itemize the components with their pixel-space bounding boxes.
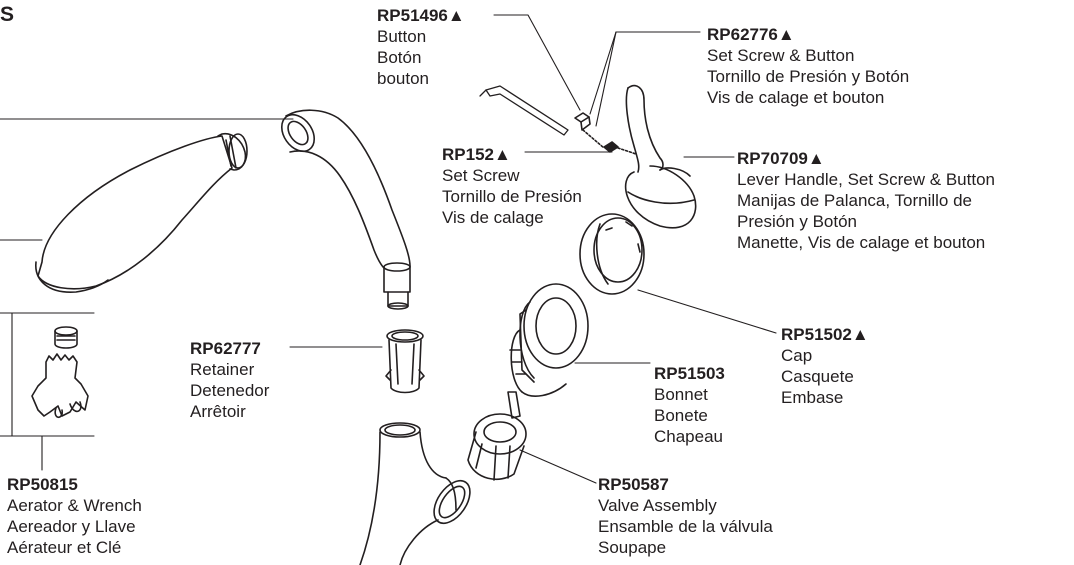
callout-rp51496: RP51496▲ Button Botón bouton — [377, 5, 465, 89]
callout-rp51503: RP51503 Bonnet Bonete Chapeau — [654, 363, 725, 447]
part-desc-en: Retainer — [190, 360, 255, 379]
part-desc-fr: Vis de calage et bouton — [707, 88, 885, 107]
part-number: RP62777 — [190, 339, 261, 358]
valve-cartridge-icon — [467, 391, 527, 481]
part-desc-fr: Chapeau — [654, 427, 724, 446]
callout-rp70709: RP70709▲ Lever Handle, Set Screw & Butto… — [737, 148, 995, 253]
callout-rp62776: RP62776▲ Set Screw & Button Tornillo de … — [707, 24, 909, 108]
part-number: RP50587 — [598, 475, 669, 494]
callout-rp62777: RP62777 Retainer Detenedor Arrêtoir — [190, 338, 269, 422]
callout-rp50815: RP50815 Aerator & Wrench Aereador y Llav… — [7, 474, 142, 558]
part-desc-es: Manijas de Palanca, Tornillo de — [737, 191, 972, 210]
part-desc-fr: Soupape — [598, 538, 667, 557]
part-desc-en: Aerator & Wrench — [7, 496, 142, 515]
part-number: RP50815 — [7, 475, 78, 494]
part-desc-en: Cap — [781, 346, 813, 365]
part-desc-en: Valve Assembly — [598, 496, 717, 515]
part-desc-en: Set Screw & Button — [707, 46, 855, 65]
callout-rp50587: RP50587 Valve Assembly Ensamble de la vá… — [598, 474, 773, 558]
callout-rp51502: RP51502▲ Cap Casquete Embase — [781, 324, 869, 408]
part-desc-es: Tornillo de Presión — [442, 187, 582, 206]
part-desc-en: Button — [377, 27, 427, 46]
part-desc-en: Lever Handle, Set Screw & Button — [737, 170, 995, 189]
part-desc-es-cont: Presión y Botón — [737, 212, 858, 231]
handle-icon — [624, 84, 697, 229]
faucet-body-icon — [359, 422, 471, 565]
retainer-icon — [385, 329, 425, 394]
aerator-icon — [54, 326, 78, 349]
part-number: RP51496▲ — [377, 6, 465, 25]
part-desc-es: Detenedor — [190, 381, 270, 400]
callout-rp152: RP152▲ Set Screw Tornillo de Presión Vis… — [442, 144, 582, 228]
part-desc-es: Botón — [377, 48, 422, 67]
bonnet-icon — [509, 283, 589, 397]
part-desc-en: Bonnet — [654, 385, 708, 404]
leader-lines — [0, 14, 777, 484]
part-number: RP152▲ — [442, 145, 511, 164]
part-desc-es: Ensamble de la válvula — [598, 517, 773, 536]
wrench-icon — [31, 353, 89, 419]
cap-icon — [579, 213, 645, 295]
part-desc-fr: Manette, Vis de calage et bouton — [737, 233, 986, 252]
allen-wrench-icon — [479, 85, 569, 136]
aerator-wrench-box — [0, 312, 95, 437]
part-desc-fr: bouton — [377, 69, 429, 88]
part-desc-es: Casquete — [781, 367, 854, 386]
page-title-fragment: S — [0, 3, 15, 26]
part-number: RP51503 — [654, 364, 725, 383]
part-desc-fr: Vis de calage — [442, 208, 544, 227]
part-desc-en: Set Screw — [442, 166, 520, 185]
part-desc-fr: Embase — [781, 388, 844, 407]
set-screw-button-icons — [574, 112, 637, 155]
part-number: RP51502▲ — [781, 325, 869, 344]
part-desc-es: Aereador y Llave — [7, 517, 136, 536]
part-number: RP62776▲ — [707, 25, 795, 44]
part-desc-es: Bonete — [654, 406, 708, 425]
part-number: RP70709▲ — [737, 149, 825, 168]
spray-head-icon — [35, 132, 248, 293]
part-desc-fr: Arrêtoir — [190, 402, 246, 421]
spout-icon — [280, 109, 411, 310]
part-desc-fr: Aérateur et Clé — [7, 538, 122, 557]
part-desc-es: Tornillo de Presión y Botón — [707, 67, 910, 86]
